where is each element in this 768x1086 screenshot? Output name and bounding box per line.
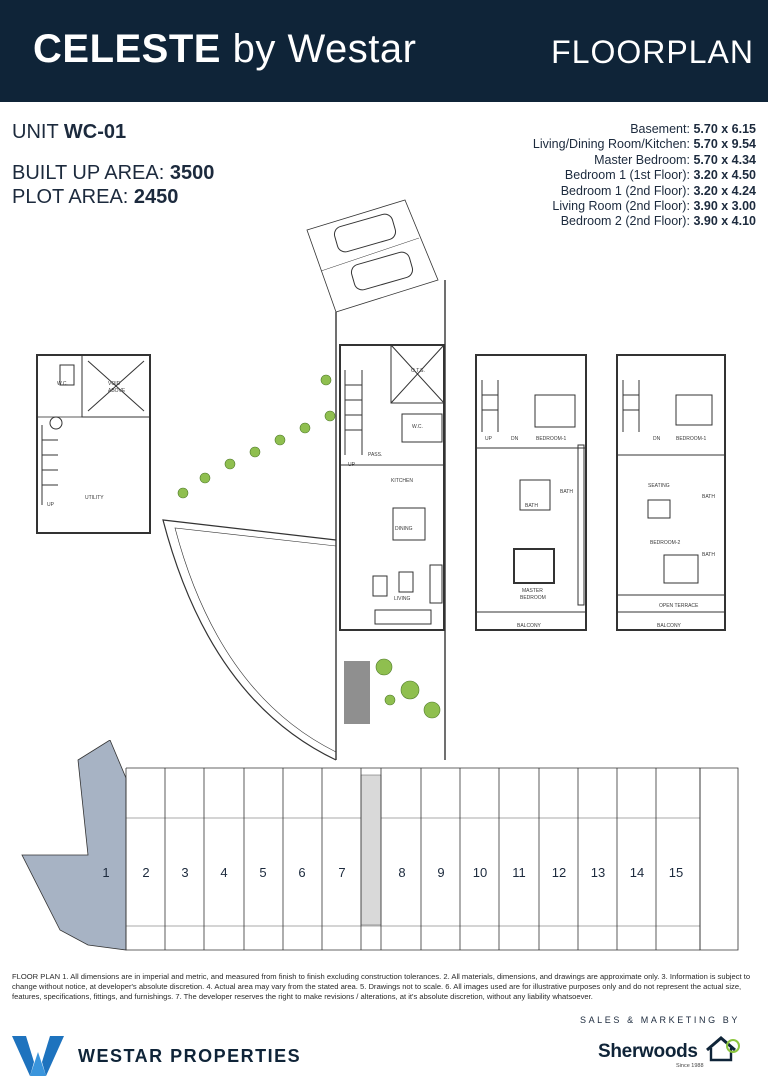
label-living: LIVING [394, 596, 411, 602]
label-bath-2f-b: BATH [702, 552, 715, 558]
unit-info: UNIT WC-01 BUILT UP AREA: 3500 PLOT AREA… [12, 120, 214, 209]
agent-since: Since 1988 [676, 1063, 704, 1069]
lot-number: 7 [338, 865, 345, 880]
room-label: Bedroom 2 (2nd Floor): [560, 214, 690, 229]
lot-number: 6 [298, 865, 305, 880]
second-floor-plan [616, 354, 726, 631]
agent-name: Sherwoods [598, 1041, 698, 1062]
unit-code: WC-01 [63, 121, 127, 143]
lot-number: 13 [591, 865, 605, 880]
westar-logo-icon [12, 1036, 64, 1076]
room-row: Bedroom 1 (2nd Floor): 3.20 x 4.24 [533, 184, 756, 199]
label-dn-2f: DN [653, 436, 661, 442]
label-dining: DINING [395, 526, 413, 532]
label-void: VOID [108, 381, 121, 387]
document-type: FLOORPLAN [551, 34, 754, 70]
room-label: Bedroom 1 (1st Floor): [564, 168, 690, 183]
unit-line: UNIT WC-01 [12, 120, 214, 144]
room-value: 5.70 x 9.54 [693, 137, 756, 152]
room-value: 3.20 x 4.50 [693, 168, 756, 183]
room-label: Living/Dining Room/Kitchen: [532, 137, 690, 152]
room-label: Living Room (2nd Floor): [552, 199, 690, 214]
project-brand: CELESTE by Westar [33, 27, 416, 72]
room-dimensions: Basement: 5.70 x 6.15 Living/Dining Room… [533, 122, 756, 230]
room-row: Bedroom 1 (1st Floor): 3.20 x 4.50 [533, 168, 756, 183]
lot-number: 10 [473, 865, 487, 880]
label-up-basement: UP [47, 502, 55, 508]
room-row: Living Room (2nd Floor): 3.90 x 3.00 [533, 199, 756, 214]
room-value: 5.70 x 4.34 [693, 152, 756, 167]
brand-by: by Westar [232, 27, 417, 71]
label-bath-1f-b: BATH [525, 503, 538, 509]
lot-number: 11 [512, 865, 526, 880]
label-kitchen: KITCHEN [391, 478, 413, 484]
site-plan-base [21, 740, 739, 951]
built-up-area: BUILT UP AREA: 3500 [12, 161, 214, 185]
lot-number: 4 [220, 865, 227, 880]
room-row: Living/Dining Room/Kitchen: 5.70 x 9.54 [533, 137, 756, 152]
label-void-above: ABOVE [108, 388, 126, 394]
sales-marketing-label: SALES & MARKETING BY [579, 1015, 740, 1025]
plan-labels: W.C. VOID ABOVE UTILITY UP O.T.S. W.C. P… [47, 368, 715, 629]
room-label: Basement: [630, 122, 690, 136]
built-up-value: 3500 [169, 162, 215, 184]
room-value: 5.70 x 6.15 [693, 122, 756, 136]
room-row: Master Bedroom: 5.70 x 4.34 [533, 153, 756, 168]
ground-floor-plan [162, 199, 446, 761]
lot-number: 2 [142, 865, 149, 880]
lot-1-highlight [21, 740, 127, 951]
built-up-label: BUILT UP AREA: [12, 162, 165, 184]
basement-plan [36, 354, 151, 534]
label-up-ground: UP [348, 462, 356, 468]
plot-label: PLOT AREA: [12, 186, 129, 208]
garden-plants [177, 374, 441, 719]
label-balcony-2f: BALCONY [657, 623, 682, 629]
label-seating: SEATING [648, 483, 670, 489]
lot-number: 14 [630, 865, 644, 880]
label-utility: UTILITY [85, 495, 104, 501]
lot-number: 9 [437, 865, 444, 880]
room-value: 3.90 x 4.10 [693, 214, 756, 229]
lot-number: 3 [181, 865, 188, 880]
label-master: MASTER [522, 588, 543, 594]
label-wc: W.C. [57, 381, 68, 387]
label-dn-1f: DN [511, 436, 519, 442]
label-bedroom-1-2f: BEDROOM-1 [676, 436, 707, 442]
label-ots: O.T.S. [411, 368, 425, 374]
label-bath-1f-a: BATH [560, 489, 573, 495]
label-master-bedroom: BEDROOM [520, 595, 546, 601]
room-row: Bedroom 2 (2nd Floor): 3.90 x 4.10 [533, 214, 756, 229]
room-value: 3.90 x 3.00 [693, 199, 756, 214]
lot-number: 5 [259, 865, 266, 880]
lot-number: 15 [669, 865, 683, 880]
house-icon [706, 1036, 740, 1062]
room-label: Master Bedroom: [594, 152, 690, 167]
floor-plans-drawing: W.C. VOID ABOVE UTILITY UP O.T.S. W.C. P… [36, 199, 726, 761]
label-up-1f: UP [485, 436, 493, 442]
plot-value: 2450 [133, 186, 179, 208]
unit-label: UNIT [12, 121, 59, 143]
label-open-terrace: OPEN TERRACE [659, 603, 699, 609]
label-pass: PASS. [368, 452, 382, 458]
header-bar: CELESTE by Westar FLOORPLAN [0, 0, 768, 102]
lot-number: 1 [102, 865, 109, 880]
label-balcony-1f: BALCONY [517, 623, 542, 629]
label-wc-ground: W.C. [412, 424, 423, 430]
label-bedroom-2-2f: BEDROOM-2 [650, 540, 681, 546]
room-value: 3.20 x 4.24 [693, 183, 756, 198]
developer-name: WESTAR PROPERTIES [78, 1046, 302, 1066]
room-row: Basement: 5.70 x 6.15 [533, 122, 756, 137]
room-label: Bedroom 1 (2nd Floor): [560, 183, 690, 198]
label-bedroom-1-1f: BEDROOM-1 [536, 436, 567, 442]
first-floor-plan [475, 354, 587, 631]
lot-number: 8 [398, 865, 405, 880]
lot-number: 12 [552, 865, 566, 880]
label-bath-2f-a: BATH [702, 494, 715, 500]
plot-area: PLOT AREA: 2450 [12, 185, 214, 209]
brand-main: CELESTE [33, 27, 221, 71]
lot-dividers [125, 768, 701, 950]
disclaimer: FLOOR PLAN 1. All dimensions are in impe… [12, 972, 751, 1001]
